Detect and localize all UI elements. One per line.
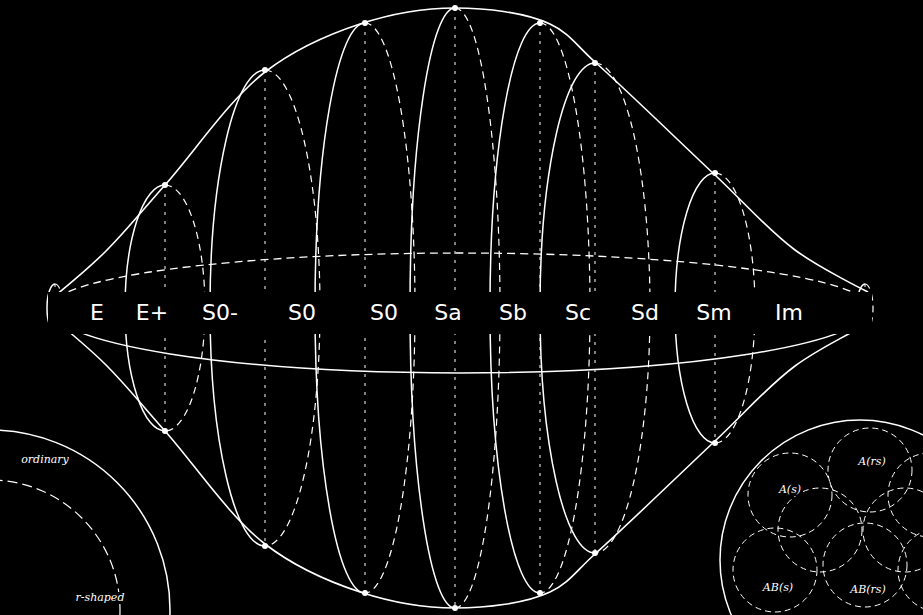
family-label: r-shaped xyxy=(74,592,127,604)
class-label: S0 xyxy=(368,300,400,326)
label-strip xyxy=(48,292,872,334)
family-subcircle xyxy=(733,528,817,612)
section-dot xyxy=(537,590,543,596)
class-label: Im xyxy=(773,300,805,326)
class-label: Sd xyxy=(629,300,661,326)
family-subcircle xyxy=(823,523,907,607)
section-dot xyxy=(362,20,368,26)
section-dot xyxy=(262,67,268,73)
section-dot xyxy=(537,20,543,26)
class-label: Sc xyxy=(563,300,593,326)
family-label: AB(s) xyxy=(761,582,795,594)
family-label: ordinary xyxy=(19,454,71,466)
cross-sections xyxy=(47,5,873,611)
family-label: AB(rs) xyxy=(848,584,888,596)
class-label: S0 xyxy=(286,300,318,326)
section-dot xyxy=(162,182,168,188)
section-dot xyxy=(452,605,458,611)
section-dot xyxy=(592,550,598,556)
section-dot xyxy=(362,590,368,596)
ring-outer xyxy=(0,430,170,615)
family-subcircle xyxy=(828,428,912,512)
family-label: A(rs) xyxy=(856,456,887,468)
section-dot xyxy=(452,5,458,11)
family-label: A(s) xyxy=(777,484,803,496)
section-dot xyxy=(712,440,718,446)
class-label: Sm xyxy=(694,300,733,326)
family-subcircle xyxy=(748,453,832,537)
family-subcircle xyxy=(778,488,862,572)
class-label: E xyxy=(88,300,106,326)
class-label: Sa xyxy=(432,300,463,326)
class-label: E+ xyxy=(134,300,170,326)
outline-top xyxy=(50,8,868,300)
class-label: Sb xyxy=(497,300,529,326)
family-subcircle xyxy=(888,453,923,537)
family-subcircle xyxy=(863,488,923,572)
class-label: S0- xyxy=(200,300,240,326)
outline-bottom xyxy=(50,316,868,608)
section-dot xyxy=(162,428,168,434)
section-dot xyxy=(712,170,718,176)
section-dot xyxy=(262,543,268,549)
section-dot xyxy=(592,60,598,66)
family-circle xyxy=(720,420,923,615)
